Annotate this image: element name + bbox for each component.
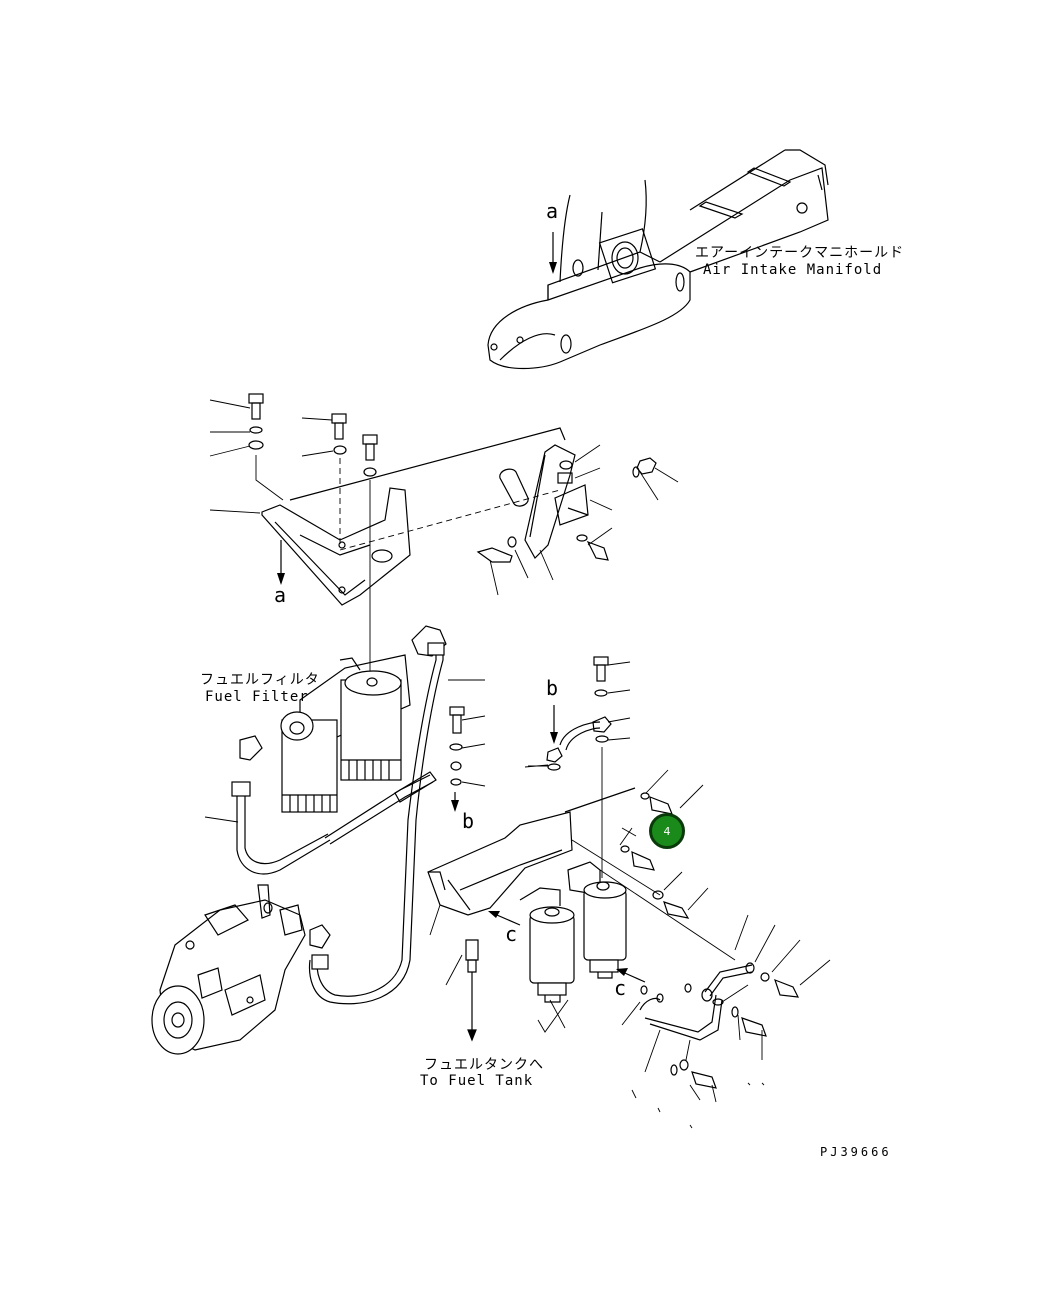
fuel-tank-label-jp: フュエルタンクへ <box>424 1057 544 1073</box>
drawing-number: PJ39666 <box>820 1145 892 1159</box>
air-intake-manifold <box>487 149 829 370</box>
marker-c-right: c <box>614 976 628 1000</box>
right-bracket <box>476 444 679 596</box>
fuel-injection-pump <box>151 884 331 1055</box>
drain-fitting <box>445 939 479 1042</box>
air-intake-label-en: Air Intake Manifold <box>703 262 883 278</box>
air-intake-label-jp: エアーインテークマニホールド <box>695 245 905 261</box>
upper-bolts <box>209 393 378 680</box>
fuel-filter-label-jp: フュエルフィルタ <box>200 672 320 688</box>
marker-a-top: a <box>546 199 560 223</box>
marker-a-bottom: a <box>274 583 288 607</box>
upper-bracket <box>261 427 566 606</box>
marker-b-top: b <box>546 676 560 700</box>
fuel-hoses <box>204 642 485 1005</box>
water-separators <box>529 747 627 1033</box>
fuel-tank-label-en: To Fuel Tank <box>420 1073 534 1089</box>
marker-c-left: c <box>505 922 519 946</box>
reference-arrows <box>277 232 646 983</box>
fuel-filter-label-en: Fuel Filter <box>205 689 309 705</box>
marker-b-bottom: b <box>462 809 476 833</box>
fuel-filter <box>239 625 447 813</box>
item-callout-badge[interactable]: 4 <box>649 813 685 849</box>
lower-fasteners <box>449 656 831 1129</box>
